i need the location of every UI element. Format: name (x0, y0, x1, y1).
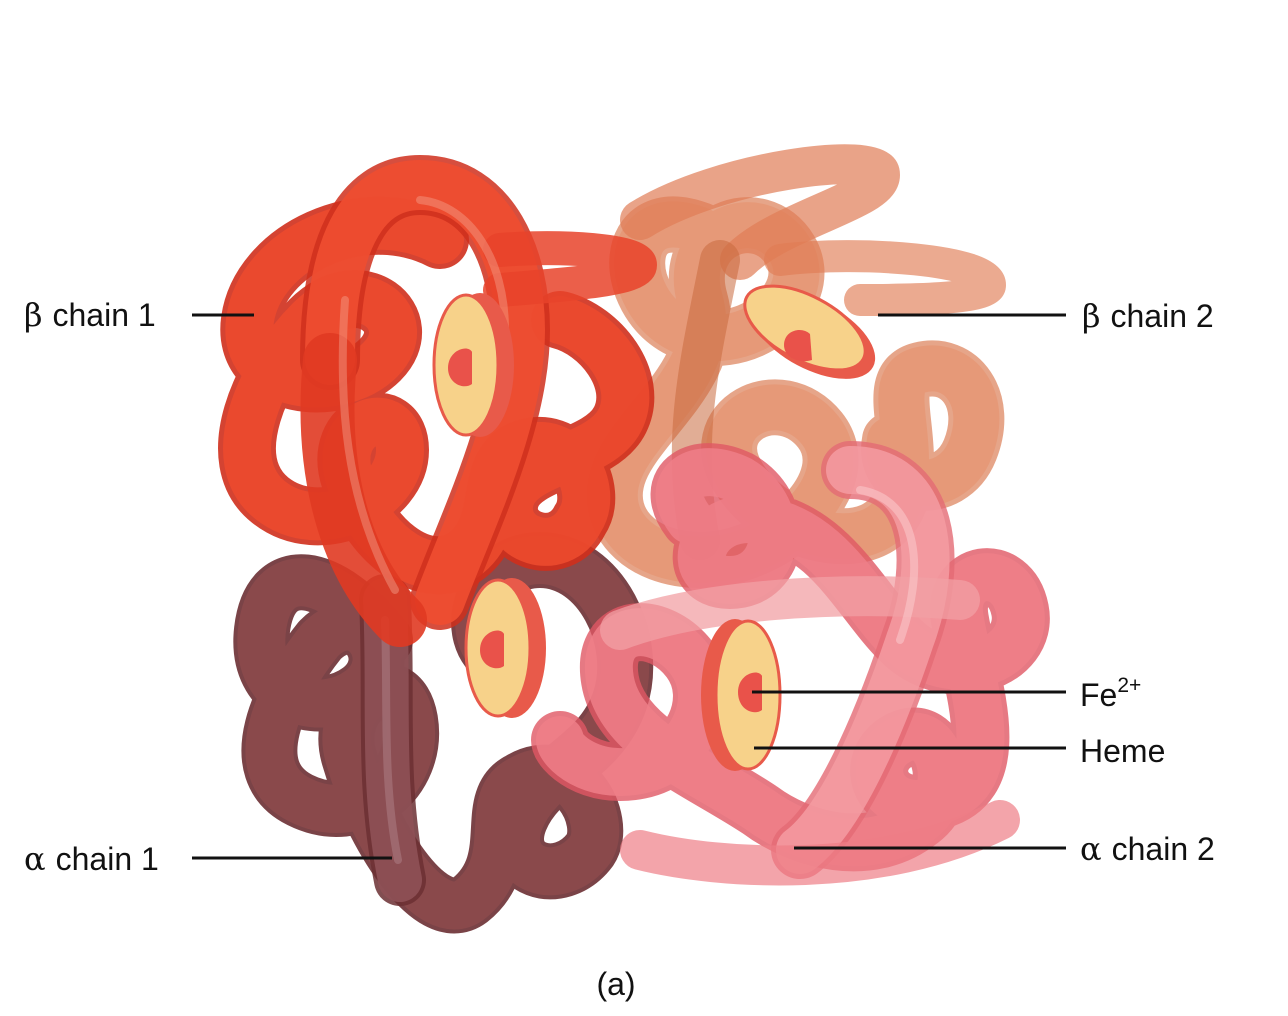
beta-chain-1 (218, 155, 657, 647)
heme-group-alpha-2 (701, 619, 782, 771)
iron-ion-alpha-1 (480, 630, 504, 669)
iron-ion-alpha-2 (738, 672, 762, 713)
iron-ion-beta-2 (784, 329, 812, 362)
label-iron: Fe2+ (1080, 674, 1141, 713)
heme-group-beta-1 (432, 293, 514, 437)
alpha-chain-2 (531, 441, 1050, 886)
heme-group-beta-2 (743, 284, 876, 379)
figure-caption: (a) (596, 966, 635, 1002)
label-heme: Heme (1080, 733, 1165, 769)
heme-group-alpha-1 (464, 578, 546, 718)
iron-ion-beta-1 (448, 348, 472, 387)
